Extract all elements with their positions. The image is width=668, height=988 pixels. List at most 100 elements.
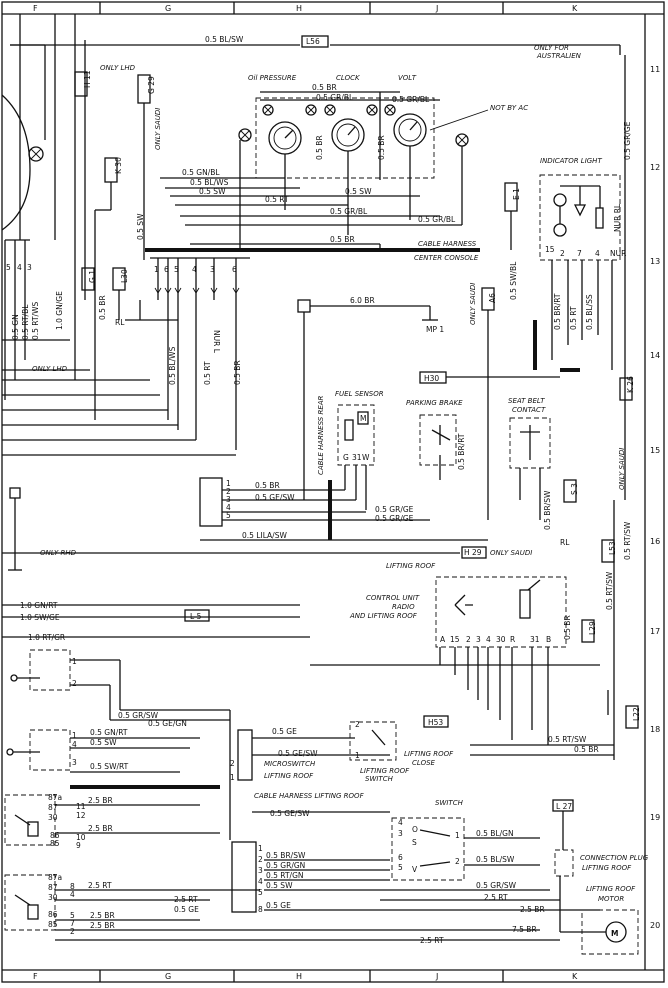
- lifting-roof-close-label2: CLOSE: [412, 759, 436, 767]
- wire-label: 0.5 GR/BL: [418, 215, 456, 224]
- wire-label: 2.5 BR: [88, 796, 113, 805]
- svg-text:86: 86: [48, 910, 58, 919]
- svg-text:85: 85: [50, 839, 60, 848]
- lamp-icon: [262, 104, 274, 116]
- box-l53: L53: [608, 541, 617, 555]
- rl-label: RL: [560, 538, 570, 547]
- only-saudi-label: ONLY SAUDI: [490, 549, 532, 557]
- svg-text:O: O: [412, 825, 418, 834]
- connection-plug-and-motor: L 27 CONNECTION PLUG LIFTING ROOF LIFTIN…: [552, 799, 649, 955]
- svg-text:8: 8: [70, 882, 75, 891]
- lifting-roof-switches: 2 1 0.5 GE 0.5 GE/SW MICROSWITCH LIFTING…: [230, 715, 454, 818]
- svg-text:5: 5: [398, 863, 403, 872]
- cable-harness-lifting-roof-label: CABLE HARNESS LIFTING ROOF: [254, 792, 365, 800]
- roof-switch: SWITCH O S V 4 3 6 5 1 2 0.5 BL/GN 0.5 B…: [380, 799, 600, 914]
- fuel-connector-block: 1 2 3 4 5 0.5 BR 0.5 GE/SW 0.5 GR/GE 0.5…: [2, 477, 617, 571]
- wire-label: 0.5 GR/GN: [266, 861, 305, 870]
- wire-label: 2.5 BR: [90, 911, 115, 920]
- svg-text:8: 8: [258, 905, 263, 914]
- switch-label: SWITCH: [435, 799, 464, 807]
- wire-label: 0.5 BL/SW: [205, 35, 244, 44]
- svg-text:5: 5: [174, 265, 179, 274]
- wire-label: 0.5 GR/BL: [316, 93, 354, 102]
- clock-label: CLOCK: [336, 74, 361, 82]
- svg-text:M: M: [360, 414, 366, 423]
- row-number: 12: [650, 163, 660, 172]
- svg-text:1: 1: [258, 844, 263, 853]
- svg-text:1: 1: [72, 731, 77, 740]
- svg-text:NUR: NUR: [610, 249, 626, 258]
- svg-text:5: 5: [258, 888, 263, 897]
- ground-point: 6.0 BR MP 1: [297, 296, 444, 500]
- wire-label: 0.5 GN/BL: [182, 168, 220, 177]
- wire-label: 6.0 BR: [350, 296, 375, 305]
- svg-text:R: R: [510, 635, 515, 644]
- svg-text:2: 2: [226, 487, 231, 496]
- svg-text:2: 2: [466, 635, 471, 644]
- wire-label: 0.5 BR: [255, 481, 280, 490]
- svg-text:5: 5: [226, 511, 231, 520]
- wire-label: 0.5 GR/GE: [375, 514, 414, 523]
- svg-text:15: 15: [545, 245, 555, 254]
- wire-label: 0.5 BL/WS: [168, 346, 177, 385]
- bottom-letter-k: K: [572, 972, 578, 981]
- wire-label: 0.5 BR: [315, 135, 324, 160]
- box-e1: E 1: [512, 188, 521, 200]
- svg-text:2: 2: [355, 720, 360, 729]
- wire-label: 2.5 BR: [90, 921, 115, 930]
- wire-label: 0.5 GE: [174, 905, 199, 914]
- indicator-light: INDICATOR LIGHT 15 2 7 4 NUR NUR RL E 1 …: [419, 157, 635, 520]
- wire-label: 0.5 RT/WS: [31, 301, 40, 340]
- wire-label: 0.5 SW: [136, 213, 145, 240]
- wire-label: 7.5 BR: [512, 925, 537, 934]
- svg-text:B: B: [546, 635, 551, 644]
- svg-text:4: 4: [72, 740, 77, 749]
- wire-label: 0.5 SW: [345, 187, 372, 196]
- wire-label: 0.5 SW: [90, 738, 117, 747]
- top-letter-g: G: [165, 4, 171, 13]
- box-l56: L56: [306, 37, 320, 46]
- svg-text:87: 87: [48, 803, 58, 812]
- control-unit-pins: A 15 2 3 4 30 R 31 B: [440, 635, 551, 644]
- wire-label: 0.5 GE/SW: [278, 749, 318, 758]
- svg-text:2: 2: [455, 857, 460, 866]
- lamp-icon: [324, 104, 336, 116]
- svg-text:1: 1: [355, 751, 360, 760]
- box-h11: H 11: [83, 70, 92, 88]
- svg-text:1: 1: [72, 657, 77, 666]
- wire-label: 0.5 BR/RT: [553, 293, 562, 330]
- rl-label: RL: [115, 318, 125, 327]
- svg-text:4: 4: [70, 890, 75, 899]
- row-number: 16: [650, 537, 660, 546]
- svg-text:10: 10: [76, 833, 86, 842]
- center-console-label: CENTER CONSOLE: [414, 254, 479, 262]
- wire-label: 0.5 GE/SW: [255, 493, 295, 502]
- left-wire-labels: 0.5 GN 0.5 RT/BL 0.5 RT/WS 1.0 GN/GE 0.5…: [2, 291, 236, 456]
- wire-label: 0.5 LILA/SW: [242, 531, 287, 540]
- wire-label: 0.5 BR: [574, 745, 599, 754]
- cable-harness-label: CABLE HARNESS: [418, 240, 477, 248]
- wire-label: 0.5 BR: [330, 235, 355, 244]
- svg-text:G: G: [343, 453, 349, 462]
- svg-text:1: 1: [226, 479, 231, 488]
- wire-label: 0.5 BR/SW: [543, 490, 552, 530]
- wire-label: 0.5 RT: [203, 361, 212, 385]
- lifting-roof-motor-label2: MOTOR: [598, 895, 624, 903]
- svg-text:A: A: [440, 635, 446, 644]
- svg-text:5: 5: [6, 263, 11, 272]
- lamp-icon: [366, 104, 378, 116]
- microswitch-label: MICROSWITCH: [264, 760, 316, 768]
- wire-label: 0.5 GN/RT: [90, 728, 128, 737]
- wire-label: 1.0 SW/GE: [20, 613, 60, 622]
- box-k26: K 26: [626, 376, 635, 393]
- svg-text:S: S: [412, 838, 417, 847]
- wire-label: 0.5 BR: [233, 360, 242, 385]
- lifting-roof-switch-label: LIFTING ROOF: [360, 767, 410, 775]
- box-l30: L30: [120, 269, 129, 283]
- box-h30: H30: [424, 374, 439, 383]
- svg-text:6: 6: [232, 265, 237, 274]
- svg-text:6: 6: [398, 853, 403, 862]
- svg-text:30: 30: [496, 635, 506, 644]
- bottom-letter-j: J: [435, 972, 438, 981]
